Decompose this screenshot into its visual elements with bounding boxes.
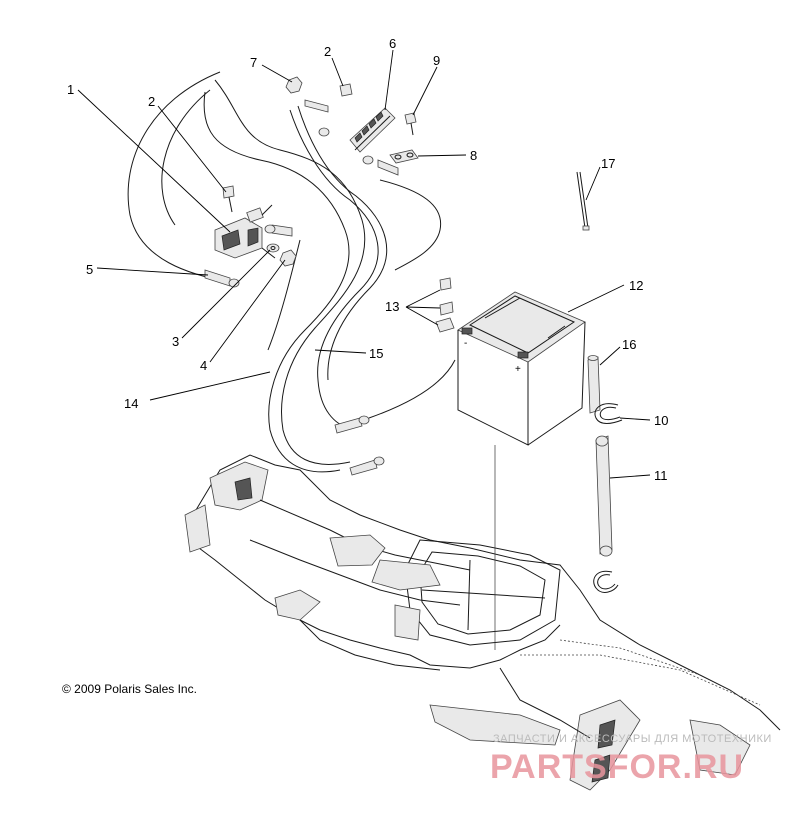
battery-pos-label: +	[515, 364, 521, 375]
terminal-5	[204, 269, 240, 288]
callout-11: 11	[654, 468, 668, 483]
callout-6: 6	[389, 36, 396, 51]
callout-13: 13	[385, 299, 399, 314]
harness-cables	[127, 71, 442, 473]
callout-1: 1	[67, 82, 74, 97]
callout-2a: 2	[148, 94, 155, 109]
solenoid	[214, 204, 276, 259]
callout-10: 10	[654, 413, 668, 428]
callout-12: 12	[629, 278, 643, 293]
cable-ends-top	[304, 99, 399, 176]
watermark-logo: PARTSFOR.RU	[490, 748, 745, 786]
callout-2b: 2	[324, 44, 331, 59]
bolt-2b	[339, 83, 353, 97]
clip-10b	[593, 570, 619, 593]
battery-cable-ends	[334, 359, 456, 476]
tube-16	[587, 355, 601, 414]
rod-17	[576, 171, 590, 231]
callout-9: 9	[433, 53, 440, 68]
terminal-upper	[264, 224, 293, 237]
callout-3: 3	[172, 334, 179, 349]
callout-7: 7	[250, 55, 257, 70]
leader-lines	[77, 49, 651, 479]
nut-7	[285, 76, 303, 94]
bolt-2a	[222, 185, 235, 213]
callout-16: 16	[622, 337, 636, 352]
callout-17: 17	[601, 156, 615, 171]
copyright-notice: © 2009 Polaris Sales Inc.	[62, 682, 197, 696]
battery-neg-label: -	[464, 338, 467, 349]
frame-tray	[184, 454, 781, 791]
bolt-9	[404, 112, 417, 136]
callout-5: 5	[86, 262, 93, 277]
battery: - +	[457, 291, 586, 446]
hardware-13	[435, 277, 455, 333]
callout-15: 15	[369, 346, 383, 361]
callout-14: 14	[124, 396, 138, 411]
callout-4: 4	[200, 358, 207, 373]
clip-10	[594, 403, 623, 424]
terminal-block	[349, 107, 396, 153]
watermark-tagline: ЗАПЧАСТИ И АКСЕССУАРЫ ДЛЯ МОТОТЕХНИКИ	[493, 733, 772, 745]
callout-8: 8	[470, 148, 477, 163]
callouts: 1 2 5 3 4 7 2 6 9 8 17 12 13 15 14 16 10…	[67, 36, 668, 483]
strap-8	[389, 149, 419, 164]
strap-11	[595, 435, 613, 557]
